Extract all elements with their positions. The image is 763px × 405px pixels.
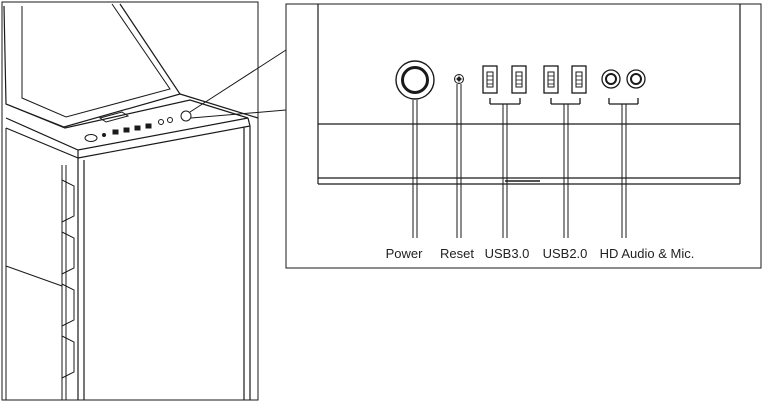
glass-top-panel-inner	[21, 3, 171, 118]
label-usb3: USB3.0	[485, 246, 530, 261]
zoom-detail	[285, 3, 762, 269]
detail-frame	[285, 3, 762, 269]
zoom-callout-lines	[189, 49, 287, 119]
leader-lines	[412, 84, 627, 238]
label-audio: HD Audio & Mic.	[600, 246, 695, 261]
label-usb2: USB2.0	[543, 246, 588, 261]
port-labels: Power Reset USB3.0 USB2.0 HD Audio & Mic…	[386, 246, 695, 261]
label-reset: Reset	[440, 246, 474, 261]
label-power: Power	[386, 246, 424, 261]
case-frame	[1, 1, 259, 401]
callout-origin	[180, 110, 192, 122]
usb3-ports	[482, 65, 527, 105]
panel-hinge	[98, 111, 130, 123]
usb2-ports	[543, 65, 587, 105]
top-edge	[179, 93, 259, 119]
audio-jacks	[601, 69, 646, 105]
power-button	[395, 60, 435, 100]
case-top-plane	[5, 99, 249, 151]
side-vents	[5, 128, 75, 400]
case-perspective	[1, 1, 259, 401]
reset-button	[454, 74, 464, 84]
case-top-ports	[84, 117, 173, 142]
